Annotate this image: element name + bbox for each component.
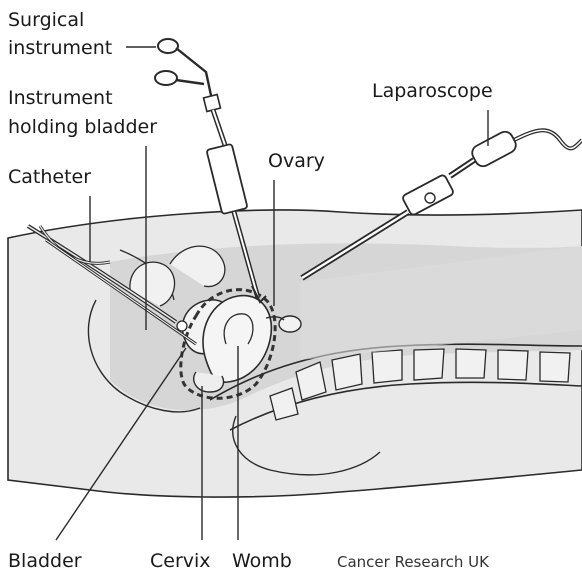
catheter-balloon bbox=[177, 321, 187, 331]
laparoscope-camera bbox=[469, 129, 518, 169]
label-instrument-holding-line2: holding bladder bbox=[8, 116, 157, 138]
label-surgical-line2: instrument bbox=[8, 37, 112, 59]
instrument-grip bbox=[206, 144, 247, 214]
label-womb: Womb bbox=[232, 550, 292, 572]
label-surgical-line1: Surgical bbox=[8, 9, 84, 31]
label-catheter: Catheter bbox=[8, 166, 91, 188]
body-cross-section bbox=[8, 210, 582, 497]
scissor-handle bbox=[176, 48, 212, 100]
instrument-collar bbox=[204, 95, 221, 112]
label-laparoscope: Laparoscope bbox=[372, 80, 493, 102]
label-bladder: Bladder bbox=[8, 550, 82, 572]
label-ovary: Ovary bbox=[268, 150, 325, 172]
laparoscope-cable bbox=[510, 130, 582, 148]
scissor-handle-ring-2 bbox=[155, 71, 177, 85]
credit-text: Cancer Research UK bbox=[337, 553, 490, 571]
laparoscope-valve bbox=[425, 193, 435, 203]
label-instrument-holding-line1: Instrument bbox=[8, 87, 113, 109]
scissor-handle-ring-1 bbox=[158, 39, 178, 53]
label-cervix: Cervix bbox=[150, 550, 211, 572]
